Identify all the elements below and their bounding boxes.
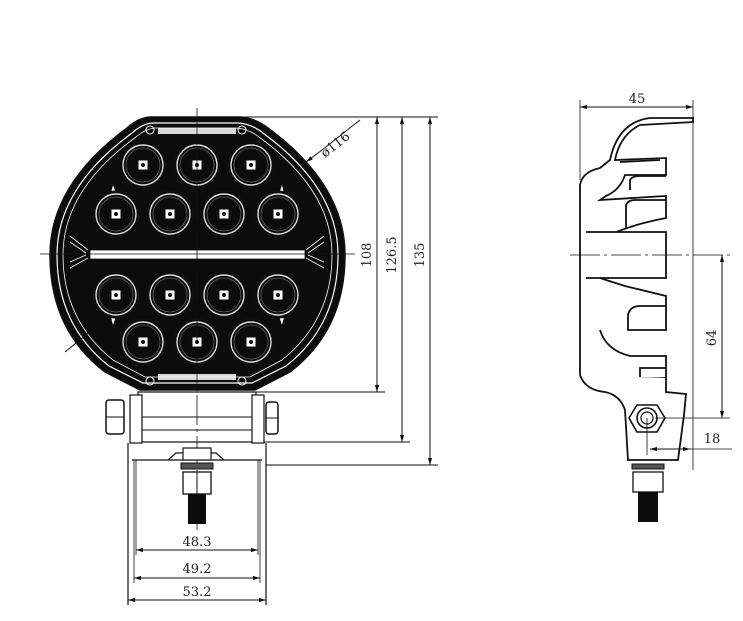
vertical-dimensions: 108 126.5 135	[240, 116, 438, 466]
dim-108: 108	[360, 243, 375, 268]
side-threaded-stud	[638, 492, 658, 522]
dim-48-3: 48.3	[183, 535, 212, 550]
dim-64: 64	[705, 330, 720, 347]
dim-49-2: 49.2	[183, 562, 212, 577]
dim-diameter: ø116	[318, 129, 353, 161]
front-view: 108 126.5 135 ø116 48.3 49.2 53.2	[40, 108, 438, 605]
dim-126-5: 126.5	[385, 236, 400, 273]
horizontal-dimensions: 48.3 49.2 53.2	[128, 460, 266, 603]
dim-18: 18	[704, 432, 721, 447]
dim-45: 45	[629, 92, 646, 107]
threaded-stud	[188, 494, 206, 524]
drl-light-bar	[89, 249, 306, 260]
mounting-bracket	[105, 391, 279, 605]
side-nut-icon	[632, 471, 664, 493]
dim-53-2: 53.2	[183, 585, 212, 600]
dim-135: 135	[413, 243, 428, 268]
side-view: 45 64 18	[570, 92, 733, 522]
